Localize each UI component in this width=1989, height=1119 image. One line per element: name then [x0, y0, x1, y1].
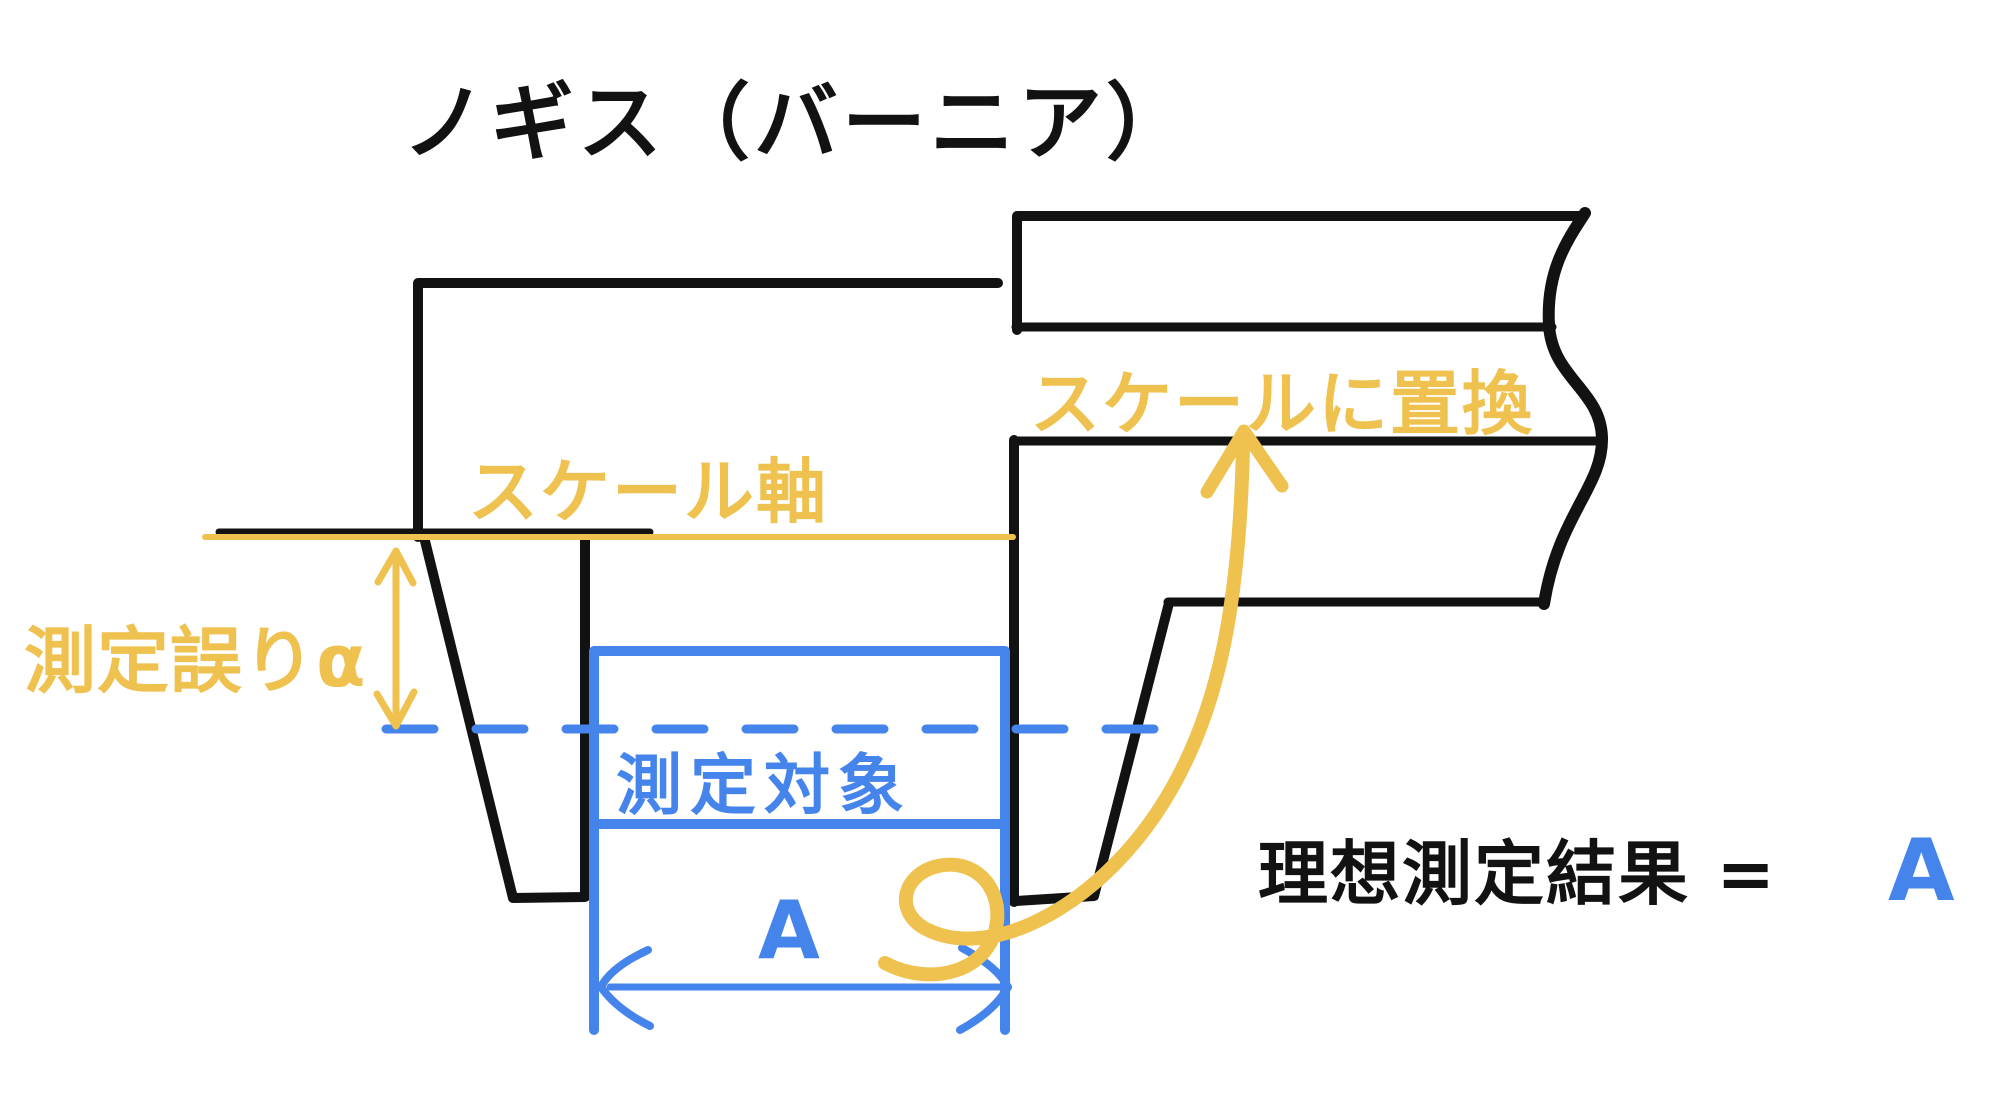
- diagram-title: ノギス（バーニア）: [402, 74, 1194, 172]
- measured-object-group: [381, 646, 1167, 1035]
- replace-with-scale-label: スケールに置換: [1030, 363, 1534, 445]
- ideal-result-label: 理想測定結果 =: [1258, 833, 1777, 915]
- measured-object-label: 測定対象: [616, 747, 912, 824]
- substitute-arrow-curve: [878, 441, 1250, 982]
- measured-object-rect: [589, 646, 1010, 1035]
- wavy-break-edge: [1538, 207, 1609, 610]
- fixed-jaw-upper-outline: [413, 278, 1003, 542]
- substitute-arrowhead: [1200, 424, 1289, 499]
- dimension-arrowhead-left: [597, 946, 654, 1030]
- ideal-result-value: A: [1888, 821, 1955, 921]
- scale-axis-label: スケール軸: [468, 451, 828, 533]
- fixed-jaw-lower-outline: [420, 535, 590, 903]
- yellow-annotations: [202, 424, 1289, 982]
- movable-jaw-outline: [1011, 598, 1174, 906]
- caliper-outline: [215, 207, 1609, 907]
- main-beam-outline: [1012, 211, 1588, 335]
- measurement-error-label: 測定誤りα: [24, 619, 366, 703]
- error-extent-arrowhead-bottom: [373, 688, 418, 730]
- dimension-a-label: A: [758, 884, 820, 977]
- error-extent-arrowhead-top: [374, 547, 417, 587]
